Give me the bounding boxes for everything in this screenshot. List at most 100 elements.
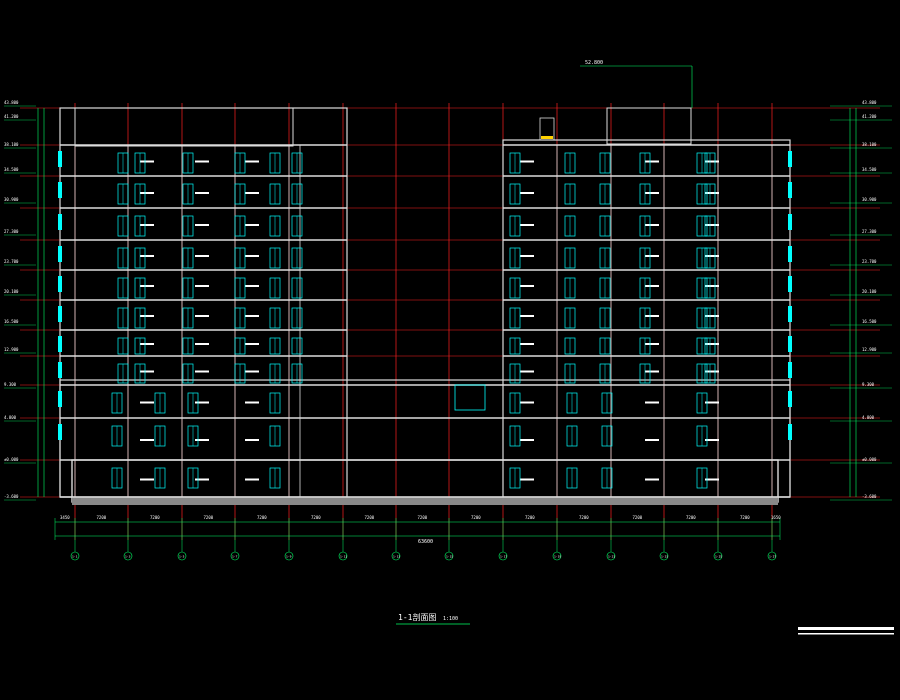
room-tag (245, 370, 259, 373)
room-tag (245, 343, 259, 345)
room-tag (195, 401, 209, 404)
drawing-title: 1-1剖面图 (398, 612, 436, 622)
elevation-label-left: 23.700 (4, 259, 19, 264)
axis-bubble-label: 1-21 (608, 555, 615, 559)
axis-bubble-label: 1-19 (554, 555, 561, 559)
edge-glazing (58, 246, 62, 262)
bay-dimension-label: 7200 (471, 515, 481, 520)
foundation-slab (72, 497, 778, 505)
room-tag (520, 478, 534, 481)
room-tag (140, 478, 154, 481)
room-tag (245, 478, 259, 481)
room-tag (645, 370, 659, 373)
room-tag (705, 343, 719, 345)
room-tag (645, 478, 659, 481)
room-tag (195, 224, 209, 226)
drawing-scale: 1:100 (443, 616, 458, 622)
room-tag (140, 160, 154, 163)
room-tag (140, 370, 154, 373)
elevation-label-left: 30.900 (4, 197, 19, 202)
elevation-label-left: 20.100 (4, 289, 19, 294)
room-tag (195, 160, 209, 163)
axis-bubble (230, 551, 240, 561)
title-block-bar-1 (798, 627, 894, 630)
bay-dimension-label: 7200 (579, 515, 589, 520)
atrium-glazing (454, 384, 486, 411)
room-tag (645, 439, 659, 441)
room-tag (140, 285, 154, 287)
room-tag (520, 401, 534, 404)
bay-dimension-label: 7200 (633, 515, 643, 520)
edge-glazing (788, 246, 792, 262)
left-elevation-scale: 43.80041.20038.10034.50030.90027.30023.7… (4, 100, 45, 501)
axis-bubble-label: 1-27 (769, 555, 776, 559)
room-tag (520, 370, 534, 373)
axis-bubble-label: 1-25 (715, 555, 722, 559)
axis-gridlines (20, 103, 880, 540)
stair-head-marker (541, 136, 553, 139)
edge-glazing (58, 336, 62, 352)
axis-bubble (284, 551, 294, 561)
room-tag (520, 192, 534, 194)
elevation-label-right: 12.900 (862, 347, 877, 352)
room-tag (140, 439, 154, 441)
axis-bubble-label: 1-17 (500, 555, 507, 559)
room-tag (245, 315, 259, 317)
room-tag (705, 315, 719, 317)
room-tag (195, 192, 209, 194)
room-tag (520, 160, 534, 163)
axis-bubble (713, 551, 723, 561)
edge-glazing (788, 336, 792, 352)
edge-glazing (788, 306, 792, 322)
room-tag (645, 255, 659, 257)
axis-bubble (444, 551, 454, 561)
bay-dimension-label: 3450 (60, 515, 70, 520)
room-tag (705, 224, 719, 226)
basement-outline (71, 459, 779, 503)
elevation-label-left: 16.500 (4, 319, 19, 324)
room-tag (245, 401, 259, 404)
room-tag (245, 192, 259, 194)
room-tag (245, 439, 259, 441)
room-tag (520, 439, 534, 441)
axis-bubble (498, 551, 508, 561)
bay-dimension-label: 7200 (525, 515, 535, 520)
room-tag (245, 255, 259, 257)
edge-glazing (58, 276, 62, 292)
elevation-label-left: ±0.000 (4, 457, 19, 462)
bay-dimension-label: 7200 (311, 515, 321, 520)
elevation-label-right: 20.100 (862, 289, 877, 294)
room-tag (140, 255, 154, 257)
elevation-label-right: 27.300 (862, 229, 877, 234)
axis-bubble (70, 551, 80, 561)
edge-glazing (788, 424, 792, 440)
room-tag (195, 439, 209, 441)
elevation-label-left: 12.900 (4, 347, 19, 352)
edge-glazing (788, 214, 792, 230)
axis-bubble (177, 551, 187, 561)
room-tag (520, 315, 534, 317)
elevation-label-left: 9.300 (4, 382, 17, 387)
edge-glazing (788, 182, 792, 198)
bay-dimension-label: 7200 (204, 515, 214, 520)
bay-dimension-label: 7200 (740, 515, 750, 520)
axis-bubble (123, 551, 133, 561)
podium-outline (59, 379, 791, 498)
room-tag (705, 160, 719, 163)
room-tag (645, 315, 659, 317)
axis-bubble-label: 1-15 (446, 555, 453, 559)
room-tag (645, 224, 659, 226)
axis-bubble-label: 1-13 (393, 555, 400, 559)
room-tag (195, 478, 209, 481)
axis-bubble (552, 551, 562, 561)
edge-glazing (58, 424, 62, 440)
bay-dimension-label: 1650 (771, 515, 781, 520)
elevation-label-right: 43.800 (862, 100, 877, 105)
edge-glazing (788, 151, 792, 167)
elevation-label-left: 41.200 (4, 114, 19, 119)
room-tag (645, 160, 659, 163)
room-tag (140, 343, 154, 345)
right-elevation-scale: 43.80041.20038.10034.50030.90027.30023.7… (830, 100, 892, 501)
total-dimension: 63600 (418, 539, 433, 545)
